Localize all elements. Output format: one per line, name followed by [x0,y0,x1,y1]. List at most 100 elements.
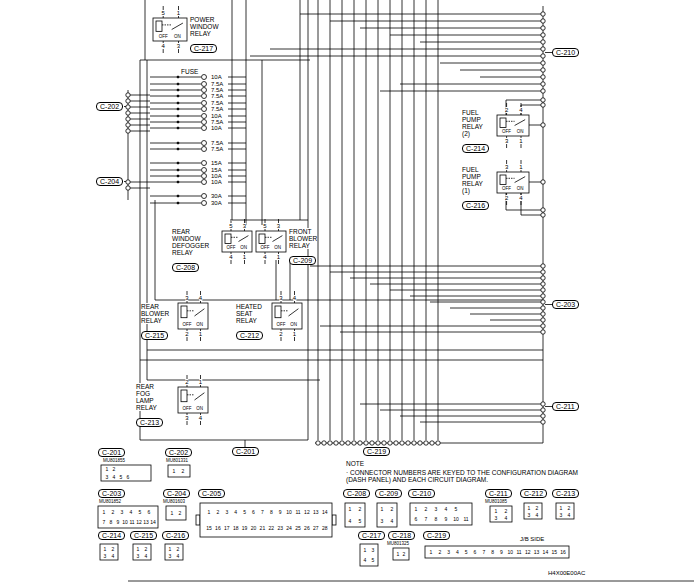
pin-number: 21 [260,526,266,531]
pin-number: 4 [229,254,232,260]
pin-number: 3 [137,554,140,559]
wire [150,176,201,177]
terminal [541,324,545,328]
connector-face [345,503,365,527]
fuse-symbol [202,88,207,93]
pin-number: 5 [229,223,232,229]
fuse-rating: 30A [211,193,222,199]
connector-code: C-205 [202,490,221,497]
terminal [541,312,545,316]
wire [270,49,543,50]
fuse-symbol [202,201,207,206]
pin-number: 4 [145,554,148,559]
wire [150,170,201,171]
wiring [98,0,694,581]
pin-number: 5 [455,507,458,512]
pin-number: 2 [217,510,220,515]
connector-code: C-216 [166,532,185,539]
pin-number: 4 [519,107,522,113]
pin-number: 7 [261,510,264,515]
fuse-symbol [202,161,207,166]
pin-number: 3 [505,138,508,144]
switch-state: OFF [183,323,192,328]
wire [130,95,150,96]
pin-number: 2 [145,547,148,552]
wire [228,90,246,91]
pin-number: 3 [447,550,450,555]
wire [402,0,403,440]
pin-number: 11 [463,517,468,522]
fuse-rating: 15A [211,160,222,166]
terminal [541,103,545,107]
connector-face [98,506,158,528]
pin-number: 3 [528,513,531,518]
relay-contact [289,309,299,316]
connector-tag: C-202 [96,102,123,111]
wire [130,113,150,114]
relay-coil [156,21,162,31]
connector-code: C-210 [412,490,431,497]
terminal [541,61,545,65]
wire [250,56,543,57]
pin-number: 11 [295,510,300,515]
wire [130,125,150,126]
wire [380,410,543,411]
junction-dot [177,148,179,150]
pin-number: 24 [286,526,292,531]
pin-number: 3 [505,164,508,170]
pin-number: 9 [445,517,448,522]
wire [262,60,263,225]
terminal [126,180,130,184]
wire [150,122,201,123]
relay-coil [181,306,187,318]
pin-number: 25 [295,526,301,531]
wire [150,109,201,110]
pin-number: 2 [185,379,188,385]
wire [150,128,201,129]
relay-link [231,237,239,238]
wire [228,203,246,204]
terminal [541,330,545,334]
wire [390,290,543,291]
pin-number: 4 [130,510,133,515]
part-number: MU801325 [387,542,409,547]
relay-symbol [153,18,187,41]
relay-contact [515,120,526,126]
wire [130,188,150,189]
terminal [541,89,545,93]
connector-face [425,546,569,558]
connector-code: C-211 [489,490,508,497]
connector-code: C-217 [362,532,381,539]
wire [430,302,543,303]
pin-number: 1 [528,506,531,511]
pin-number: 1 [243,254,246,260]
pin-number: 2 [505,195,508,201]
relay-coil [225,234,231,243]
wire [342,0,343,440]
pin-number: 13 [313,510,319,515]
relay-name: REAR FOG LAMP RELAY [136,383,157,411]
pin-number: 4 [364,558,367,563]
connector-tag: C-204 [96,177,123,186]
terminal [541,264,545,268]
pin-number: 3 [277,223,280,229]
junction-dot [177,181,179,183]
wire [228,96,246,97]
pin-number: 5 [359,519,362,524]
pin-number: 8 [491,550,494,555]
connector-face [490,506,512,522]
terminal [541,180,545,184]
pin-number: 16 [560,550,566,555]
relay-coil [500,175,506,184]
junction-dot [177,108,179,110]
pin-number: 6 [252,510,255,515]
pin-number: 5 [372,558,375,563]
pin-number: 1 [293,331,296,337]
relay-contact [195,309,205,316]
terminal [346,441,350,445]
connector-tag: C-209 [375,489,402,498]
wire [290,260,291,300]
pin-number: 1 [199,379,202,385]
terminal [126,129,130,133]
relay-label: HEATED SEAT RELAYC-212 [236,303,263,342]
